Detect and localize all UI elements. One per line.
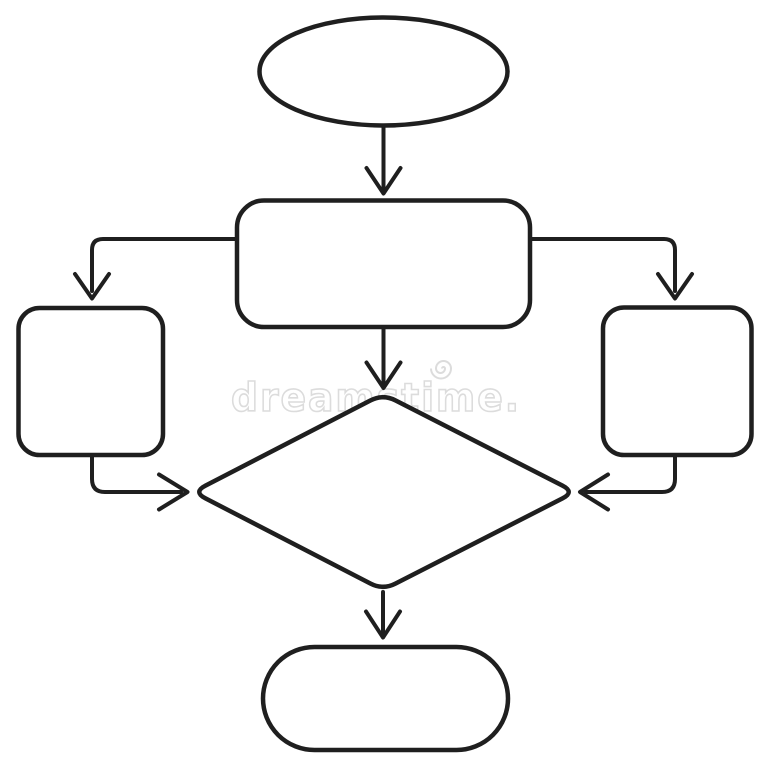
process-box <box>234 198 533 330</box>
arrowhead-right-to-decision <box>578 472 610 512</box>
arrowhead-process-to-right <box>656 272 694 301</box>
arrowhead-process-to-decision <box>364 360 403 390</box>
connector-process-to-left <box>90 237 239 293</box>
connector-right-to-decision <box>584 453 677 494</box>
connectors <box>73 123 694 640</box>
right-subprocess-box <box>600 305 754 458</box>
dreamstime-spiral-icon <box>430 360 453 380</box>
start-terminator-ellipse <box>257 15 510 128</box>
left-subprocess-box <box>16 305 166 458</box>
connector-left-to-decision <box>90 453 183 494</box>
arrowhead-process-to-left <box>73 272 111 301</box>
arrowhead-left-to-decision <box>157 472 190 512</box>
end-terminator-stadium <box>260 644 511 753</box>
arrowhead-start-to-process <box>364 166 403 196</box>
decision-diamond <box>197 394 571 590</box>
arrowhead-decision-to-end <box>364 609 402 640</box>
connector-process-to-right <box>528 237 677 293</box>
nodes <box>16 15 754 753</box>
